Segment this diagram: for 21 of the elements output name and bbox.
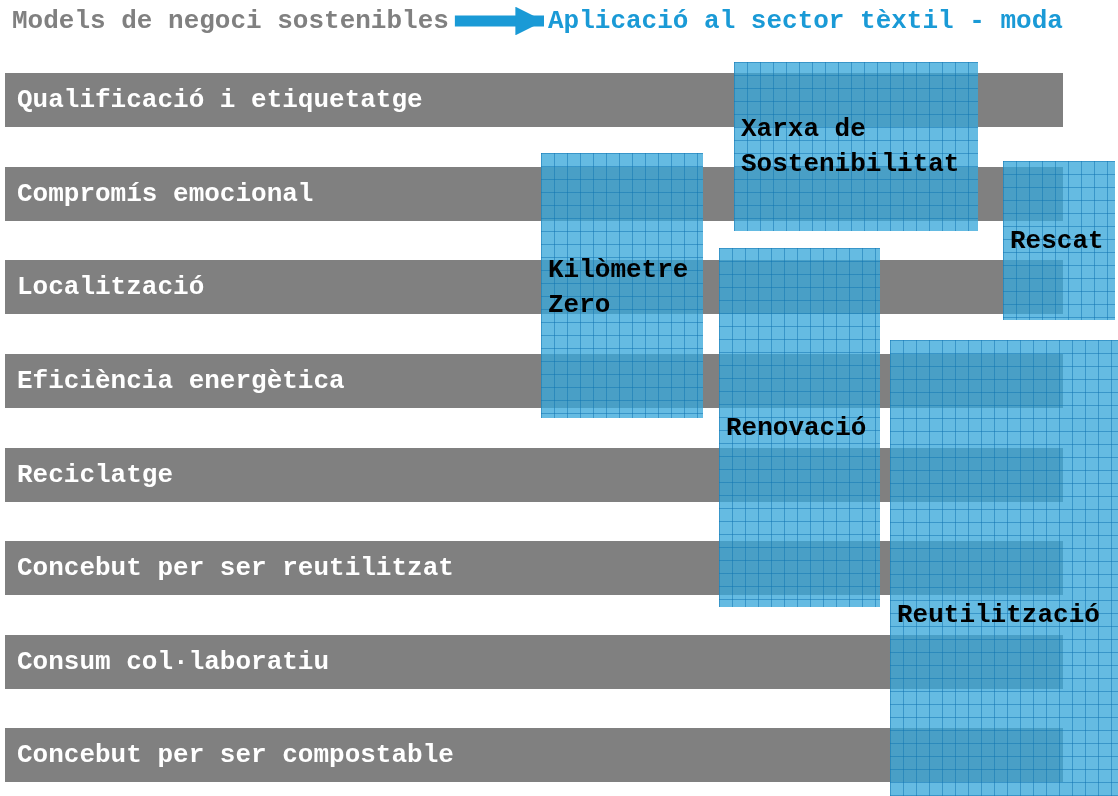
grid-panel [541,153,703,418]
bar-label: Localització [17,272,205,302]
panel-label: Rescat [1010,225,1105,258]
bar-label: Concebut per ser reutilitzat [17,553,454,583]
grid-panel [734,62,978,231]
grid-panel [890,340,1118,796]
heading-text: Aplicació al sector tèxtil - moda [548,6,1063,36]
panel-label: Renovació [726,412,868,445]
panel-label: Kilòmetre Zero [548,254,690,322]
panel-label: Xarxa de Sostenibilitat [741,113,961,181]
bar-label: Concebut per ser compostable [17,740,454,770]
bar-label: Eficiència energètica [17,366,345,396]
bar-label: Compromís emocional [17,179,314,209]
panel-label: Reutilització [897,599,1101,632]
bar-label: Consum col·laboratiu [17,647,330,677]
arrow [454,6,544,36]
grid-panel [1003,161,1115,320]
heading-text: Models de negoci sostenibles [12,6,449,36]
bar-label: Reciclatge [17,460,174,490]
bar-label: Qualificació i etiquetatge [17,85,423,115]
grid-panel [719,248,880,607]
